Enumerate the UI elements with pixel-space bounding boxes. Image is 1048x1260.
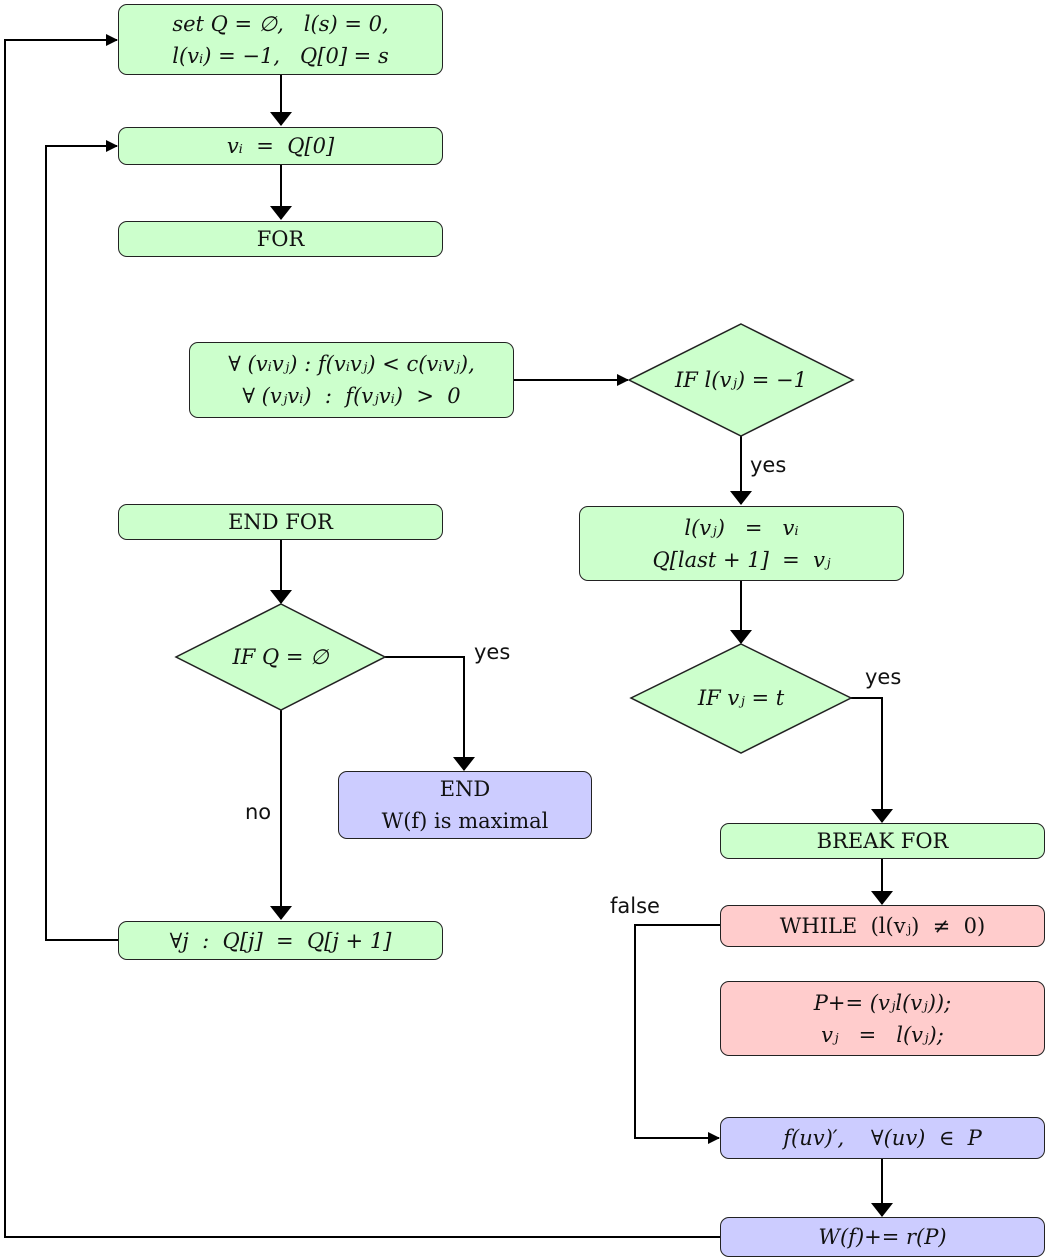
node-for-condition-line-2: ∀ (vⱼvᵢ) : f(vⱼvᵢ) > 0: [242, 384, 461, 408]
node-label-assign[interactable]: l(vⱼ) = vᵢ Q[last + 1] = vⱼ: [579, 506, 904, 581]
edge-label-yes-queue-empty: yes: [474, 640, 511, 664]
node-shift-queue[interactable]: ∀j : Q[j] = Q[j + 1]: [118, 921, 443, 960]
edge-label-no-queue-empty: no: [245, 800, 272, 824]
node-path-build-line-2: vⱼ = l(vⱼ);: [821, 1022, 944, 1047]
node-dequeue-line-1: vᵢ = Q[0]: [226, 134, 335, 158]
edge-weight-init: [4, 34, 721, 1238]
node-while[interactable]: WHILE (l(vⱼ) ≠ 0): [720, 905, 1045, 947]
label-if-queue-empty: IF Q = ∅: [232, 645, 329, 669]
node-for-condition[interactable]: ∀ (vᵢvⱼ) : f(vᵢvⱼ) < c(vᵢvⱼ), ∀ (vⱼvᵢ) :…: [189, 342, 514, 418]
node-end-for-line-1: END FOR: [228, 510, 333, 534]
node-init-line-2: l(vᵢ) = −1, Q[0] = s: [172, 43, 389, 68]
edge-if-empty-yes-end: [385, 656, 475, 771]
node-label-assign-line-2: Q[last + 1] = vⱼ: [652, 547, 831, 572]
label-if-unlabeled: IF l(vⱼ) = −1: [675, 368, 807, 392]
node-break-for-line-1: BREAK FOR: [816, 829, 949, 853]
node-flow-update[interactable]: f(uv)′, ∀(uv) ∈ P: [720, 1117, 1045, 1159]
edge-shift-dequeue: [45, 140, 119, 941]
node-path-build-line-1: P+= (vⱼl(vⱼ));: [813, 990, 952, 1015]
node-label-assign-line-1: l(vⱼ) = vᵢ: [684, 515, 799, 540]
edge-label-yes-unlabeled: yes: [750, 453, 787, 477]
node-end-line-1: END: [439, 777, 491, 801]
node-weight-update-line-1: W(f)+= r(P): [818, 1225, 947, 1249]
node-flow-update-line-1: f(uv)′, ∀(uv) ∈ P: [783, 1126, 982, 1150]
label-if-sink: IF vⱼ = t: [697, 686, 785, 710]
node-shift-queue-line-1: ∀j : Q[j] = Q[j + 1]: [169, 928, 392, 953]
node-break-for[interactable]: BREAK FOR: [720, 823, 1045, 859]
edge-if-sink-break: [850, 697, 893, 823]
diamond-if-unlabeled: [627, 323, 855, 437]
node-end[interactable]: END W(f) is maximal: [338, 771, 592, 839]
node-for-line-1: FOR: [256, 227, 305, 251]
node-for[interactable]: FOR: [118, 221, 443, 257]
edge-while-false-flow: [634, 924, 721, 1144]
node-weight-update[interactable]: W(f)+= r(P): [720, 1217, 1045, 1257]
diamond-if-sink: [629, 643, 853, 754]
node-dequeue[interactable]: vᵢ = Q[0]: [118, 127, 443, 165]
node-init[interactable]: set Q = ∅, l(s) = 0, l(vᵢ) = −1, Q[0] = …: [118, 4, 443, 75]
edge-label-yes-sink: yes: [865, 665, 902, 689]
edge-label-false-while: false: [610, 894, 660, 918]
node-path-build[interactable]: P+= (vⱼl(vⱼ)); vⱼ = l(vⱼ);: [720, 981, 1045, 1056]
diamond-if-queue-empty: [174, 603, 387, 711]
node-while-line-1: WHILE (l(vⱼ) ≠ 0): [779, 914, 986, 938]
node-init-line-1: set Q = ∅, l(s) = 0,: [172, 11, 389, 36]
node-end-line-2: W(f) is maximal: [381, 809, 549, 833]
node-for-condition-line-1: ∀ (vᵢvⱼ) : f(vᵢvⱼ) < c(vᵢvⱼ),: [228, 352, 475, 376]
node-end-for[interactable]: END FOR: [118, 504, 443, 540]
